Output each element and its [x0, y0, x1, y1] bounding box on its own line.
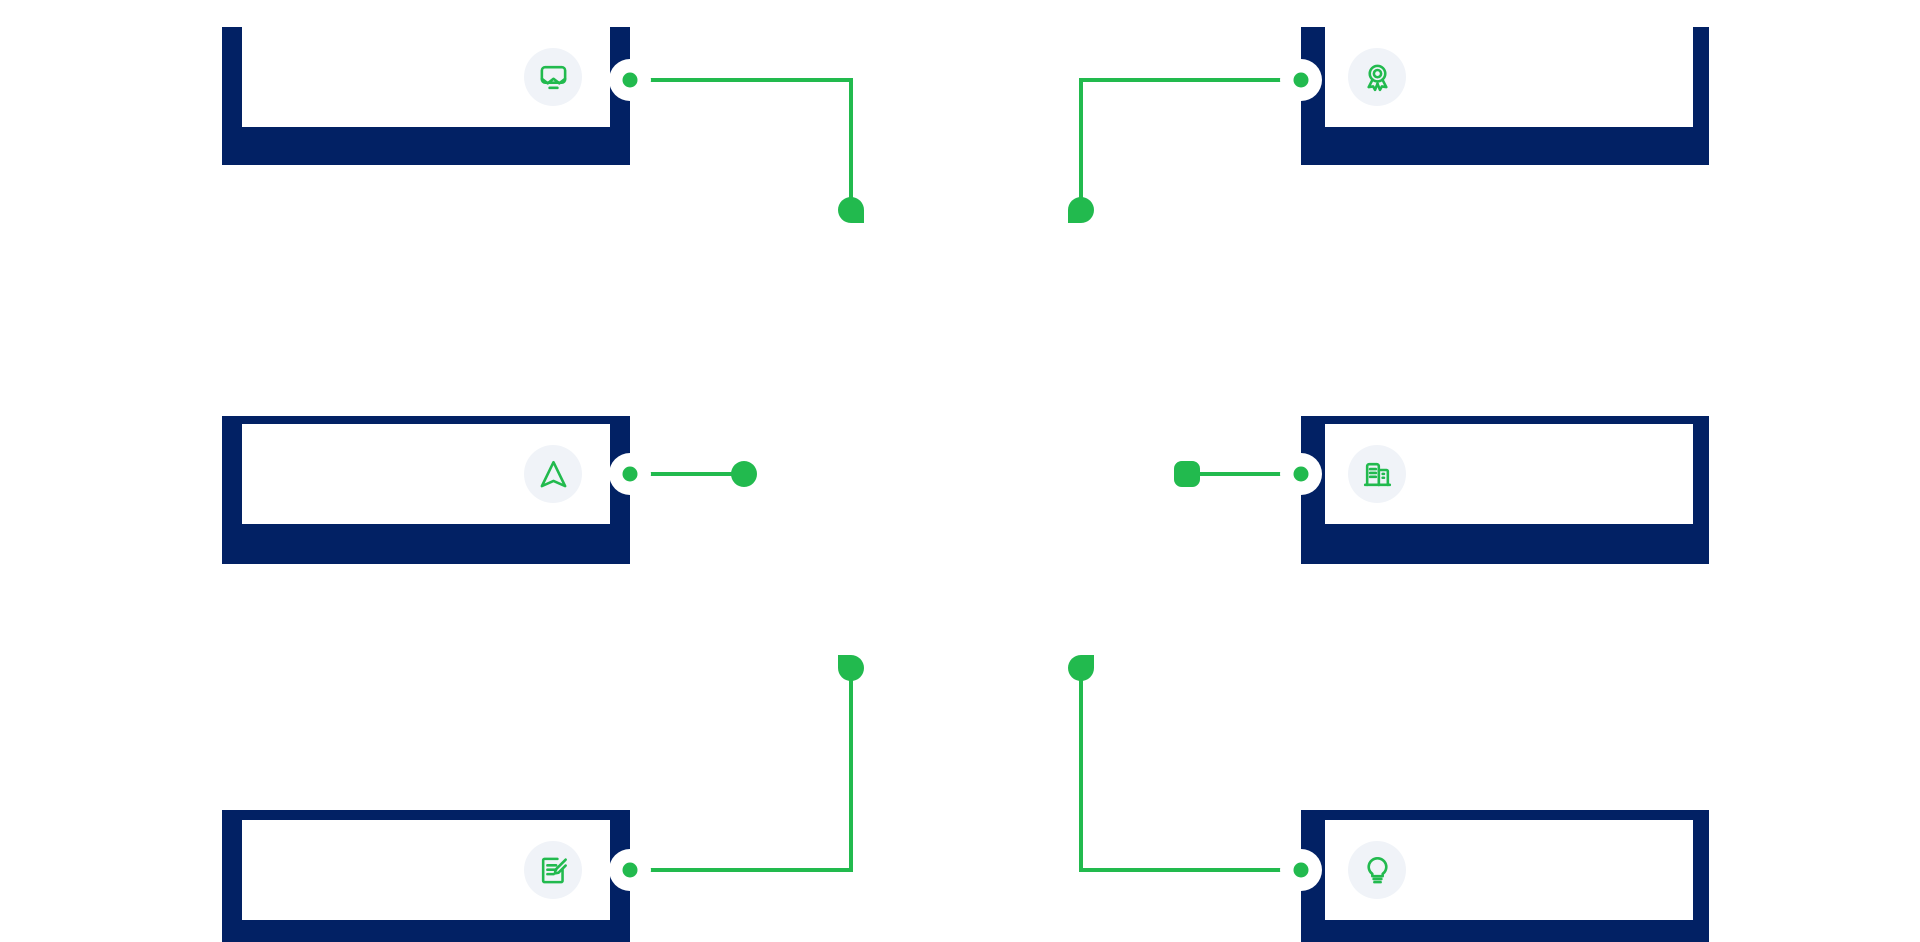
connector-monitor	[620, 78, 853, 210]
node-survey-port[interactable]	[622, 862, 638, 878]
document-edit-icon-bubble	[524, 841, 582, 899]
node-idea-port-notch	[1280, 849, 1322, 891]
connector-survey-terminal[interactable]	[838, 655, 864, 681]
lightbulb-icon	[1366, 856, 1388, 883]
office-building-icon-bubble	[1348, 445, 1406, 503]
node-monitor-port-notch	[609, 59, 651, 101]
connector-award	[1079, 78, 1312, 210]
navigation-arrow-icon	[540, 460, 566, 487]
monitor-icon	[540, 65, 566, 89]
node-award-port[interactable]	[1293, 72, 1309, 88]
node-organization-port[interactable]	[1293, 466, 1309, 482]
connector-survey	[620, 676, 853, 872]
award-badge-icon-bubble	[1348, 48, 1406, 106]
node-monitor-port[interactable]	[622, 72, 638, 88]
connector-monitor-terminal[interactable]	[838, 197, 864, 223]
navigation-arrow-icon-bubble	[524, 445, 582, 503]
node-navigation-port[interactable]	[622, 466, 638, 482]
office-building-icon	[1363, 462, 1391, 486]
node-survey-port-notch	[609, 849, 651, 891]
connector-navigation-terminal[interactable]	[731, 461, 757, 487]
connector-organization-terminal[interactable]	[1174, 461, 1200, 487]
monitor-icon-bubble	[524, 48, 582, 106]
node-award-port-notch	[1280, 59, 1322, 101]
connector-idea	[1079, 676, 1312, 872]
connector-award-terminal[interactable]	[1068, 197, 1094, 223]
connector-idea-terminal[interactable]	[1068, 655, 1094, 681]
node-organization-port-notch	[1280, 453, 1322, 495]
award-badge-icon	[1366, 64, 1388, 91]
lightbulb-icon-bubble	[1348, 841, 1406, 899]
document-edit-icon	[541, 857, 567, 883]
node-idea-port[interactable]	[1293, 862, 1309, 878]
node-navigation-port-notch	[609, 453, 651, 495]
